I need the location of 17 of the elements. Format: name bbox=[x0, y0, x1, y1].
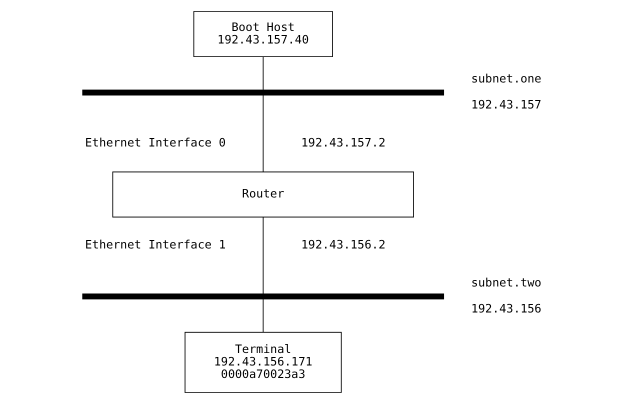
label: Ethernet Interface 1 bbox=[84, 238, 226, 252]
node-label: subnet.two bbox=[470, 276, 541, 290]
label: 192.43.157.2 bbox=[300, 136, 386, 150]
connector bbox=[262, 56, 264, 90]
connector bbox=[262, 298, 264, 333]
node-box: Terminal 192.43.156.171 0000a70023a3 bbox=[184, 332, 342, 393]
node-label: 192.43.157 bbox=[470, 98, 541, 112]
node-label: subnet.one bbox=[470, 72, 541, 86]
node-bar bbox=[82, 90, 444, 96]
node-bar bbox=[82, 294, 444, 300]
connector bbox=[262, 216, 264, 294]
label: Ethernet Interface 0 bbox=[84, 136, 226, 150]
label: 192.43.156.2 bbox=[300, 238, 386, 252]
node-box: Boot Host 192.43.157.40 bbox=[192, 11, 332, 58]
node-label: 192.43.156 bbox=[470, 301, 541, 316]
connector bbox=[262, 94, 264, 172]
node-box: Router bbox=[112, 172, 414, 218]
